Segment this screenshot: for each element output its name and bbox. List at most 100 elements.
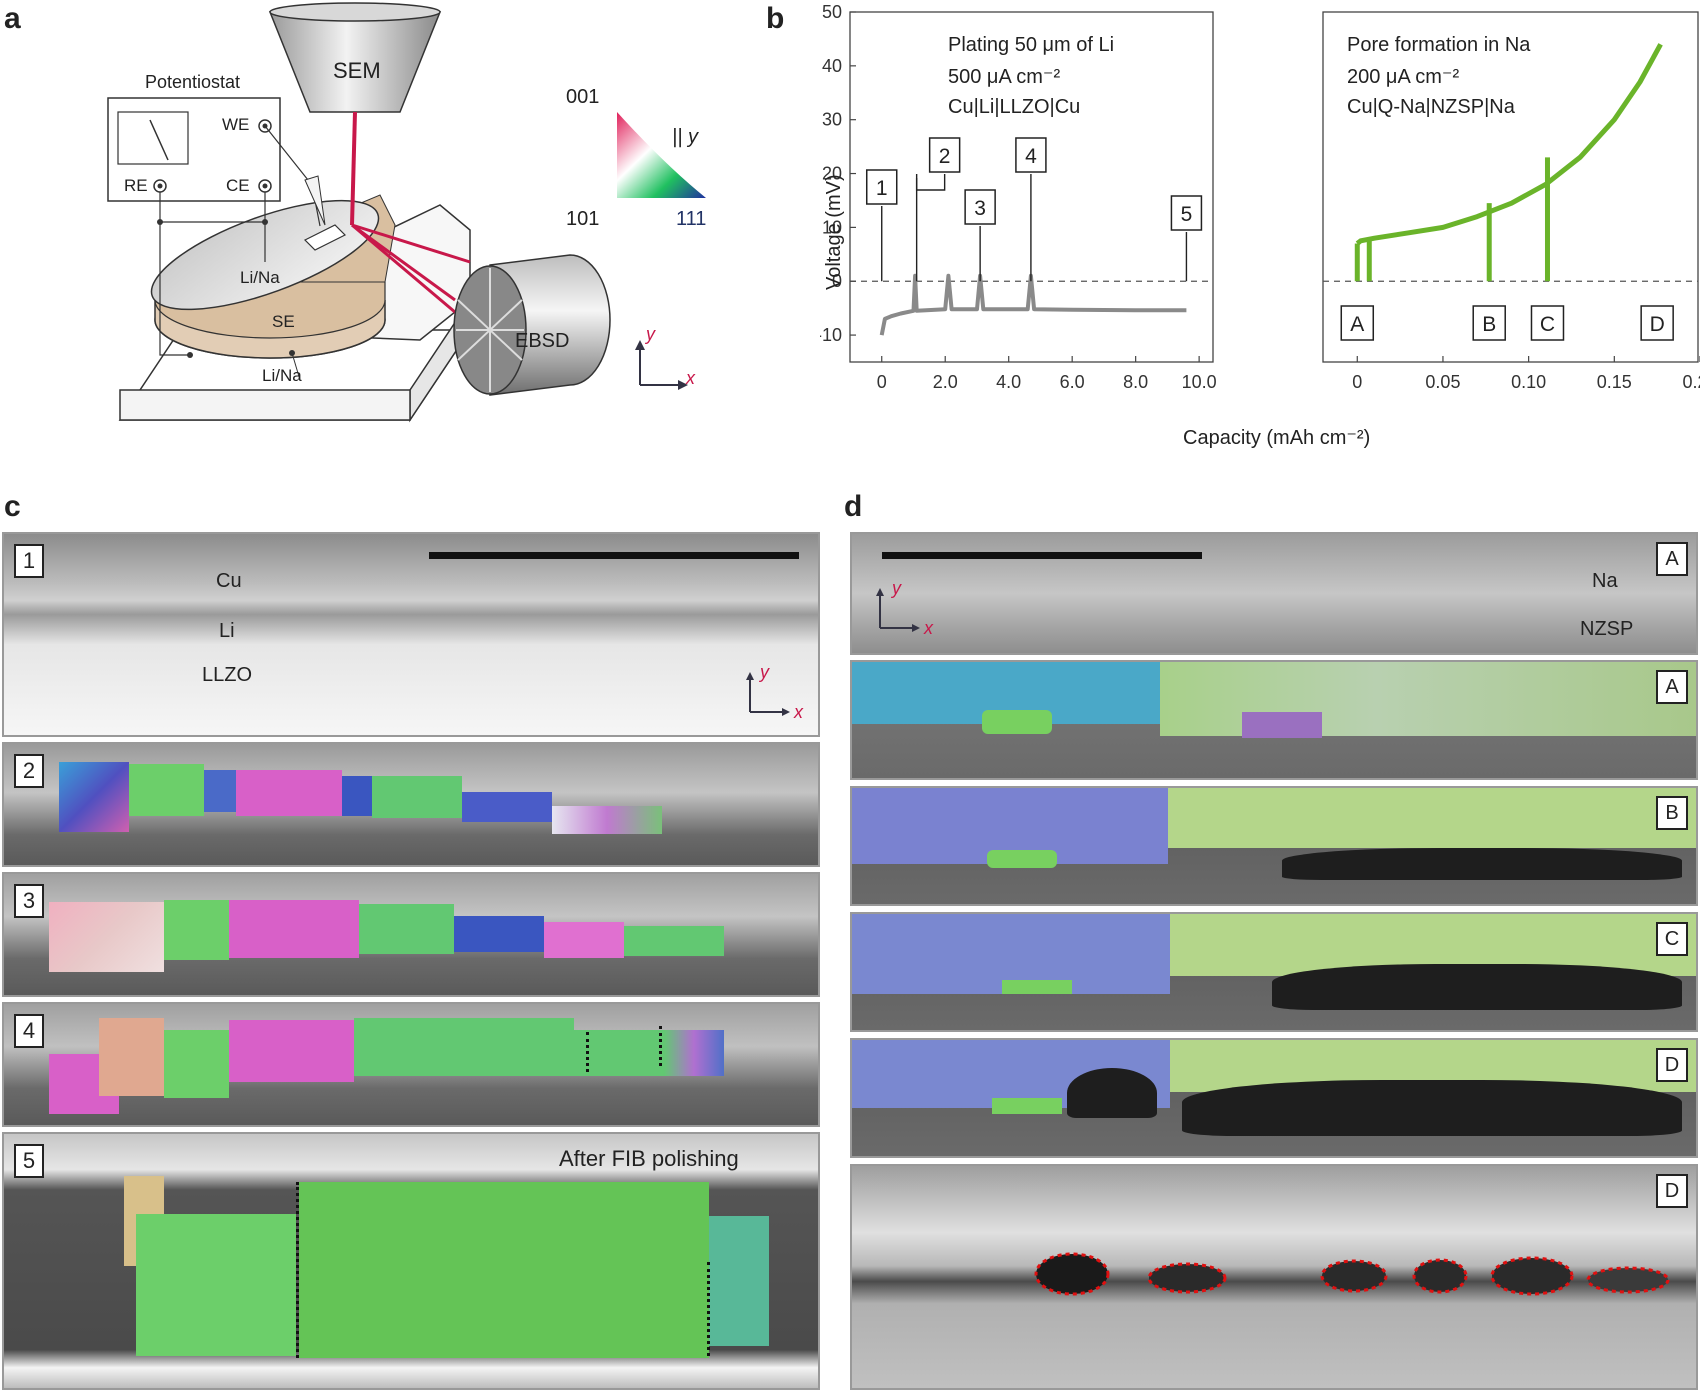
li-label: Li: [219, 620, 235, 642]
ipf-101-label: 101: [566, 208, 600, 230]
b-left-line3: Cu|Li|LLZO|Cu: [948, 96, 1081, 118]
panel-label-c: c: [4, 490, 21, 523]
marker-box-C: [1530, 305, 1565, 341]
y-tick-label-6: 50: [822, 2, 842, 22]
marker-label-A: A: [1350, 313, 1364, 336]
series-line-0: [879, 273, 1187, 336]
d-image-d-pores: D: [850, 1164, 1698, 1390]
d-scale-bar: [882, 552, 1202, 559]
ipf-axis-label: || y: [672, 126, 698, 148]
d-letter-5: D: [1656, 1048, 1688, 1082]
after-fib-label: After FIB polishing: [559, 1146, 739, 1171]
re-label: RE: [124, 176, 148, 195]
c-image-1: 1 Cu Li LLZO y x: [2, 532, 820, 737]
c-axis-x: x: [794, 702, 803, 722]
x-tick-label-0-2: 4.0: [996, 372, 1021, 392]
c-number-3: 3: [14, 884, 44, 918]
scale-bar: [429, 552, 799, 559]
b-ylabel: Voltage (mV): [823, 174, 845, 290]
axis-y-label: y: [646, 324, 655, 344]
ce-label: CE: [226, 176, 250, 195]
d-axis-indicator: [876, 588, 920, 632]
setup-schematic: [107, 2, 706, 423]
x-tick-label-0-0: 0: [877, 372, 887, 392]
marker-box-5: [1170, 195, 1203, 231]
x-tick-label-0-1: 2.0: [933, 372, 958, 392]
x-tick-label-1-3: 0.15: [1597, 372, 1632, 392]
lina-top-label: Li/Na: [240, 268, 280, 287]
c-number-1: 1: [14, 544, 44, 578]
sem-label: SEM: [333, 58, 381, 83]
d-letter-6: D: [1656, 1174, 1688, 1208]
c-number-5: 5: [14, 1144, 44, 1178]
marker-label-1: 1: [876, 177, 888, 200]
marker-box-A: [1340, 305, 1375, 341]
plot-frame-1: [1322, 11, 1699, 363]
na-label: Na: [1592, 570, 1618, 592]
marker-connector-2: [915, 174, 946, 191]
d-letter-1: A: [1656, 542, 1688, 576]
marker-box-1: [865, 169, 898, 205]
y-tick-label-5: 40: [822, 56, 842, 76]
d-letter-3: B: [1656, 796, 1688, 830]
cu-label: Cu: [216, 570, 242, 592]
ipf-111-label: 111: [676, 208, 707, 230]
d-axis-x: x: [924, 618, 933, 638]
plot-frame-0: [849, 11, 1214, 363]
marker-box-D: [1640, 305, 1674, 341]
c-image-2: 2: [2, 742, 820, 867]
d-image-d: D: [850, 1038, 1698, 1158]
nzsp-label: NZSP: [1580, 618, 1634, 640]
voltage-capacity-chart: 02.04.06.08.010.0-10010203040501234500.0…: [820, 2, 1700, 392]
c-image-4: 4: [2, 1002, 820, 1127]
c-number-4: 4: [14, 1014, 44, 1048]
b-right-line2: 200 μA cm⁻²: [1347, 66, 1460, 88]
marker-label-C: C: [1540, 313, 1555, 336]
c-axis-indicator: [746, 672, 790, 716]
series-line-1: [1355, 43, 1663, 246]
b-left-line1: Plating 50 μm of Li: [948, 34, 1115, 56]
marker-box-2: [928, 137, 961, 173]
marker-box-B: [1472, 305, 1506, 341]
se-label: SE: [272, 312, 295, 331]
marker-label-2: 2: [939, 145, 951, 168]
c-number-2: 2: [14, 754, 44, 788]
llzo-label: LLZO: [202, 664, 253, 686]
c-axis-y: y: [760, 662, 769, 682]
d-image-a2: A: [850, 660, 1698, 780]
b-right-line3: Cu|Q-Na|NZSP|Na: [1347, 96, 1515, 118]
marker-label-3: 3: [974, 197, 986, 220]
y-tick-label-1: 0: [832, 271, 842, 291]
lina-bottom-label: Li/Na: [262, 366, 302, 385]
panel-label-d: d: [844, 490, 863, 523]
d-letter-4: C: [1656, 922, 1688, 956]
x-tick-label-0-5: 10.0: [1182, 372, 1217, 392]
marker-label-4: 4: [1025, 145, 1037, 168]
panel-label-b: b: [766, 2, 785, 35]
x-tick-label-1-1: 0.05: [1425, 372, 1460, 392]
y-tick-label-3: 20: [822, 164, 842, 184]
x-tick-label-1-4: 0.20: [1682, 372, 1700, 392]
d-letter-2: A: [1656, 670, 1688, 704]
ebsd-label: EBSD: [515, 330, 570, 352]
we-label: WE: [222, 115, 250, 134]
x-tick-label-1-2: 0.10: [1511, 372, 1546, 392]
d-image-b: B: [850, 786, 1698, 906]
y-tick-label-0: -10: [820, 325, 842, 345]
marker-box-3: [964, 189, 996, 225]
x-tick-label-0-3: 6.0: [1060, 372, 1085, 392]
marker-label-D: D: [1650, 313, 1665, 336]
b-right-line1: Pore formation in Na: [1347, 34, 1531, 56]
c-image-5: 5 After FIB polishing: [2, 1132, 820, 1390]
x-tick-label-1-0: 0: [1352, 372, 1362, 392]
marker-box-4: [1015, 137, 1047, 173]
d-image-a1: Na NZSP y x A: [850, 532, 1698, 655]
ipf-001-label: 001: [566, 86, 600, 108]
potentiostat-label: Potentiostat: [145, 72, 241, 92]
pore-markers: [1034, 1252, 1670, 1296]
c-image-3: 3: [2, 872, 820, 997]
marker-label-5: 5: [1181, 203, 1193, 226]
x-tick-label-0-4: 8.0: [1123, 372, 1148, 392]
b-left-line2: 500 μA cm⁻²: [948, 66, 1061, 88]
y-tick-label-4: 30: [822, 110, 842, 130]
